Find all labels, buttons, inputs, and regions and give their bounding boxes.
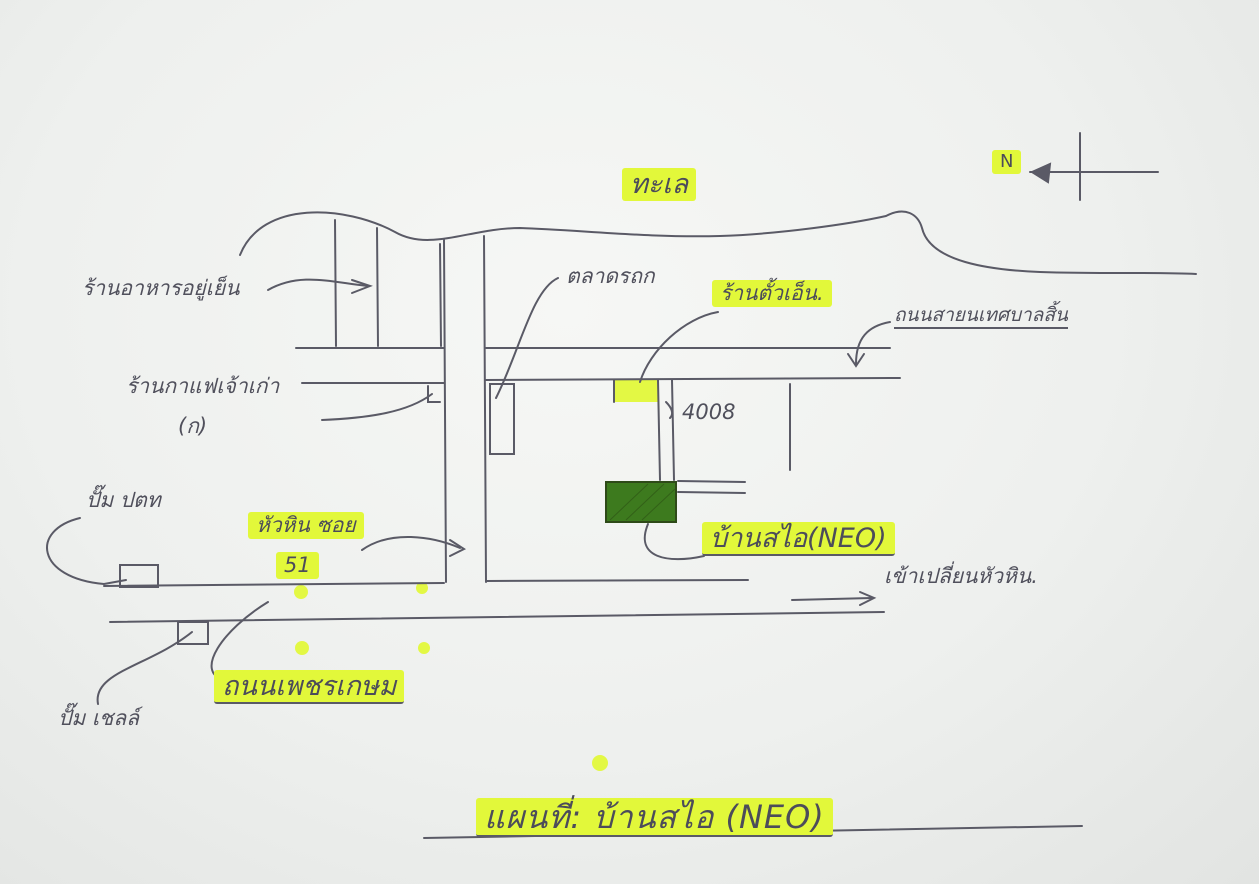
arrow-head [847,353,865,368]
market-label: ตลาดรถก [566,264,655,288]
main-road-label: ถนนเพชรเกษม [214,670,405,704]
leader-road [210,601,269,681]
leader-house-number [665,401,674,419]
driveway-line [677,491,746,494]
shell-station-box [177,621,209,645]
highlight-dot [294,585,308,599]
direction-note-label: เข้าเปลี่ยนหัวหิน. [884,564,1038,588]
direction-arrow [791,597,873,601]
soi-east-edge [483,235,487,583]
shell-station-label: ปั๊ม เชลล์ [58,706,140,730]
restaurant-wall [334,219,337,347]
house-number-label: 4008 [682,400,736,424]
driveway-line [677,480,746,483]
side-road-west [103,582,445,587]
highlight-dot [592,755,608,771]
side-road-east [485,579,749,582]
highlight-dot [418,642,430,654]
coffee-shop-label: ร้านกาแฟเจ้าเก่า [126,374,280,398]
north-arrow-head [1029,162,1052,184]
neo-house-hatching [609,483,676,521]
arrow-head [449,539,467,557]
leader-soi [361,535,461,551]
soi-number-label: 51 [276,552,319,579]
sea-label: ทะเล [622,168,697,201]
seafood-restaurant-label: ร้านอาหารอยู่เย็น [82,276,240,300]
leader-street-top [855,321,891,365]
ice-shop-label: ร้านตั้วเอ็น. [712,280,832,307]
lot-wall [657,379,661,481]
ptt-station-box [119,564,159,588]
arrow-head [859,591,877,606]
soi-west-edge [443,239,447,583]
arrow-head [351,279,373,294]
highlight-dot [295,641,309,655]
lot-wall [671,379,675,481]
leader-neo [643,523,705,561]
ptt-station-label: ปั๊ม ปตท [86,488,161,512]
soi-label: หัวหิน ซอย [248,512,364,539]
leader-shell [96,631,193,705]
highlight-dot [416,582,428,594]
coffee-shop-sub-label: (ก) [178,414,208,438]
leader-coffee-shop [321,393,433,421]
restaurant-wall [439,243,442,347]
coastline [239,210,1197,275]
street-top-label: ถนนสายนเทศบาลสิ้น [894,306,1068,329]
highlighter-marks [294,380,658,771]
map-title: แผนที่: บ้านสไอ (NEO) [476,798,833,837]
beach-road-south-east [485,377,901,381]
market-outline [489,383,515,455]
coffee-shop-outline [427,385,441,403]
leader-market [495,277,559,399]
leader-restaurant [267,278,369,291]
pencil-lines [46,132,1197,839]
phetkasem-road [109,611,885,623]
leader-ptt [46,517,127,586]
neo-house-block [605,481,677,523]
north-label: N [992,150,1022,174]
leader-ice-shop [639,311,719,383]
restaurant-wall [376,227,379,347]
neo-house-label: บ้านสไอ(NEO) [702,522,895,556]
ice-shop-marker [614,380,658,402]
